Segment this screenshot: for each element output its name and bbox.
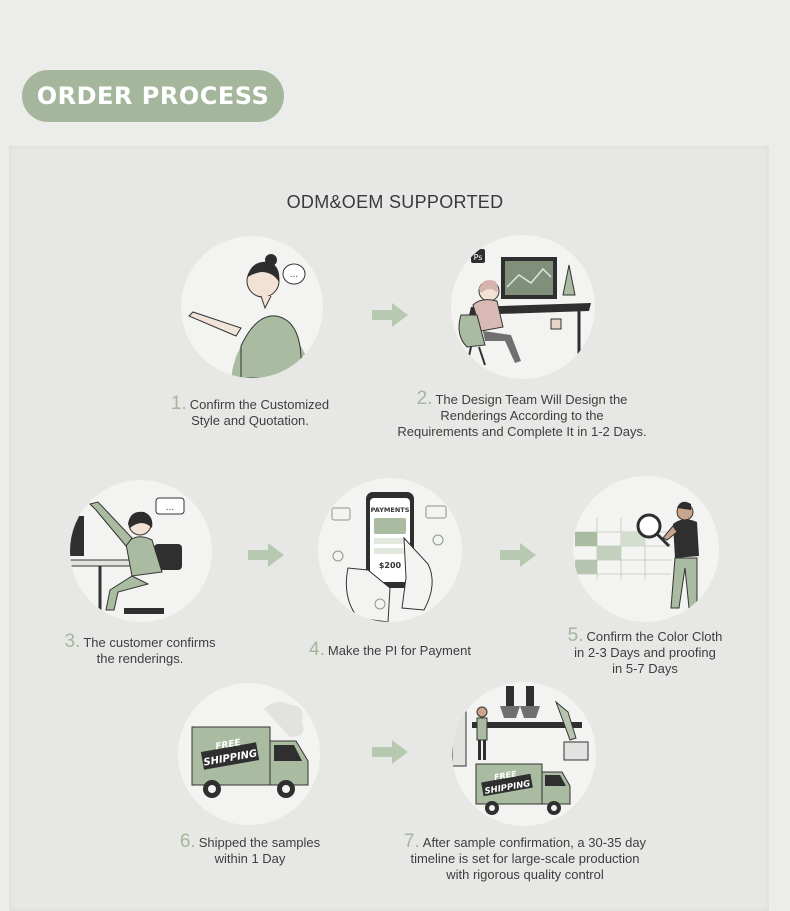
step-4-line-1: Make the PI for Payment (327, 643, 471, 658)
order-process-badge: ORDER PROCESS (22, 70, 284, 122)
step-3-line-1: The customer confirms (83, 635, 216, 650)
arrow-1-to-2 (372, 303, 408, 327)
step-7-line-3: with rigorous quality control (446, 867, 604, 882)
subtitle: ODM&OEM SUPPORTED (286, 192, 504, 212)
step-3-number: 3. (64, 631, 81, 652)
step-3-line-2: the renderings. (96, 651, 184, 666)
truck-free-text: FREE (215, 738, 243, 752)
step-3-caption: 3.The customer confirms the renderings. (40, 631, 240, 667)
step-4-caption: 4.Make the PI for Payment (280, 639, 500, 660)
step-7-number: 7. (403, 831, 420, 852)
arrow-3-to-4 (248, 543, 284, 567)
step-5-caption: 5.Confirm the Color Cloth in 2-3 Days an… (545, 625, 745, 677)
step-7-caption: 7.After sample confirmation, a 30-35 day… (380, 831, 670, 883)
step-7-line-1: After sample confirmation, a 30-35 day (422, 835, 647, 850)
step-2-number: 2. (416, 388, 433, 409)
step-2-illustration: Ps (451, 235, 595, 379)
step-7-line-2: timeline is set for large-scale producti… (410, 851, 640, 866)
step-6-line-2: within 1 Day (214, 851, 286, 866)
truck-free-text-2: FREE (493, 769, 517, 782)
step-2-line-2: Renderings According to the (440, 408, 604, 423)
step-6-number: 6. (179, 831, 196, 852)
step-5-line-3: in 5-7 Days (612, 661, 678, 676)
step-2-line-1: The Design Team Will Design the (435, 392, 628, 407)
step-2-caption: 2.The Design Team Will Design the Render… (382, 388, 662, 440)
step-5-line-1: Confirm the Color Cloth (586, 629, 723, 644)
step-1-illustration: ... (181, 236, 323, 378)
step-2-line-3: Requirements and Complete It in 1-2 Days… (397, 424, 647, 439)
step-6-illustration: FREE SHIPPING (178, 683, 320, 825)
step-5-number: 5. (567, 625, 584, 646)
chat-bubble-text-2: ... (166, 503, 175, 513)
arrow-6-to-7 (372, 740, 408, 764)
step-1-line-1: Confirm the Customized (189, 397, 330, 412)
ps-badge: Ps (474, 253, 483, 262)
step-3-illustration: ... (70, 480, 212, 622)
step-6-caption: 6.Shipped the samples within 1 Day (150, 831, 350, 867)
step-4-illustration: PAYMENTS $200 (318, 478, 462, 622)
step-6-line-1: Shipped the samples (198, 835, 321, 850)
step-5-illustration (573, 476, 719, 622)
page-title: ORDER PROCESS (36, 82, 270, 110)
step-5-line-2: in 2-3 Days and proofing (574, 645, 716, 660)
payments-title: PAYMENTS (371, 506, 410, 514)
step-7-illustration: FREE SHIPPING (452, 682, 596, 826)
payment-amount: $200 (379, 561, 402, 570)
step-1-line-2: Style and Quotation. (191, 413, 309, 428)
step-1-number: 1. (170, 393, 187, 414)
step-1-caption: 1.Confirm the Customized Style and Quota… (140, 393, 360, 429)
chat-bubble-text: ... (290, 270, 299, 280)
step-4-number: 4. (309, 639, 325, 660)
arrow-4-to-5 (500, 543, 536, 567)
